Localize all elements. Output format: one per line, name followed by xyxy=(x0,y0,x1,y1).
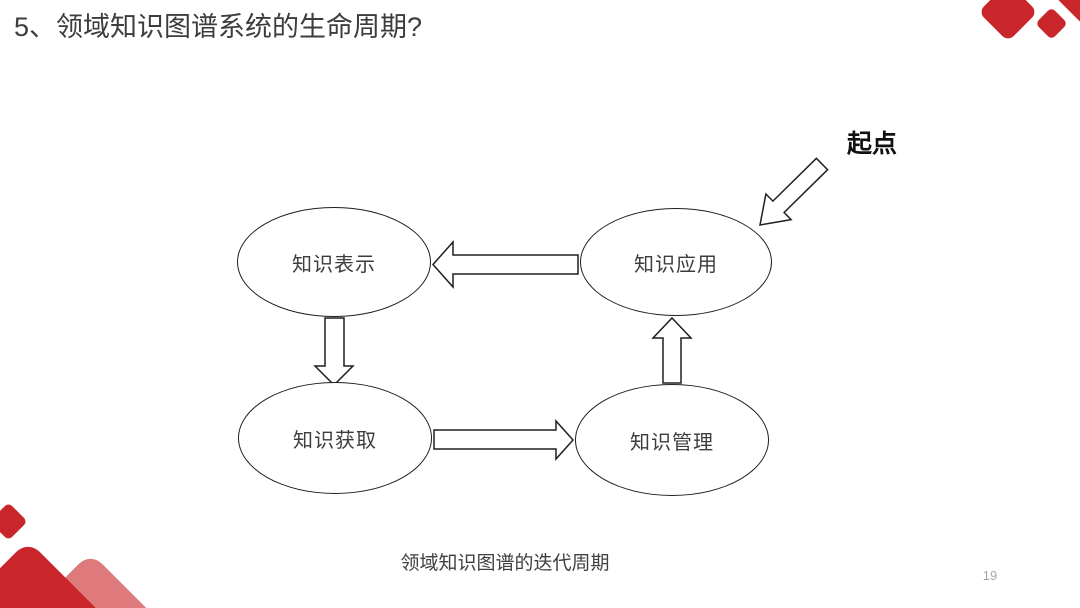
deco-diamond-bottom-left-small-icon xyxy=(0,502,28,541)
page-title: 5、领域知识图谱系统的生命周期? xyxy=(14,12,423,42)
node-label: 知识管理 xyxy=(630,431,714,454)
page-number: 19 xyxy=(982,568,998,583)
node-knowledge-application: 知识应用 xyxy=(580,208,772,316)
node-label: 知识应用 xyxy=(634,253,718,276)
diagram-caption: 领域知识图谱的迭代周期 xyxy=(400,553,610,574)
start-arrow-icon xyxy=(759,157,829,226)
deco-diamond-top-right-large-icon xyxy=(978,0,1038,42)
deco-diamond-top-right-small-icon xyxy=(1035,7,1068,40)
arrow-application-to-representation-icon xyxy=(431,240,579,289)
arrow-acquisition-to-management-icon xyxy=(433,419,575,461)
node-knowledge-acquisition: 知识获取 xyxy=(238,382,432,494)
node-knowledge-management: 知识管理 xyxy=(575,384,769,496)
arrow-management-to-application-icon xyxy=(651,316,693,384)
start-point-label: 起点 xyxy=(846,130,897,158)
node-label: 知识表示 xyxy=(292,253,376,276)
node-knowledge-representation: 知识表示 xyxy=(237,207,431,317)
arrow-representation-to-acquisition-icon xyxy=(313,317,355,387)
node-label: 知识获取 xyxy=(293,429,377,452)
